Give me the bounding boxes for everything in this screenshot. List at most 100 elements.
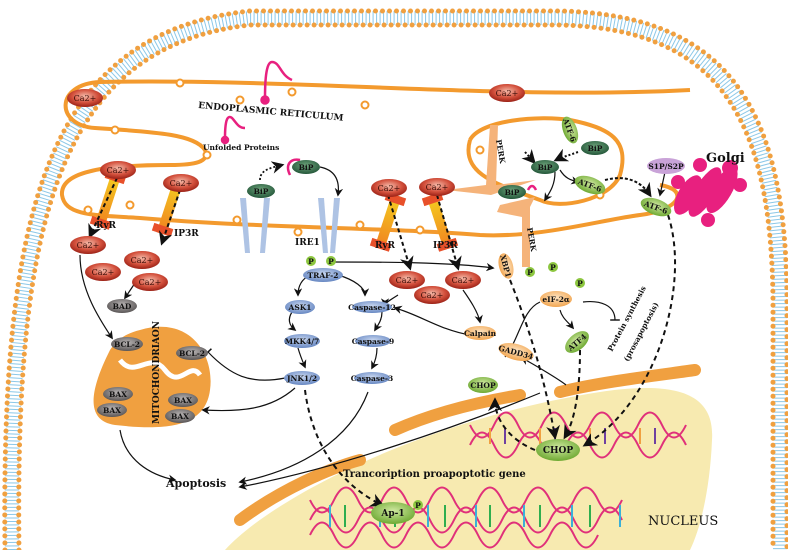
bcl-family-nodes: BAD BCL-2 BCL-2 BAX BAX BAX BAX (97, 299, 208, 423)
calcium-ion: Ca2+ (70, 236, 106, 254)
bip-node: BiP (531, 160, 559, 174)
svg-text:P: P (415, 501, 421, 510)
nucleus (225, 364, 713, 550)
er-label: ENDOPLASMIC RETICULUM (198, 101, 344, 124)
unfolded-proteins-label: Unfolded Proteins (203, 143, 279, 152)
mitochondrion-label: MITOCHONDRIAON (152, 321, 162, 424)
green-factors: ATF-6 ATF-6 ATF-6 S1P/S2P ATF4 CHOP CHOP… (371, 116, 685, 524)
calcium-ion: Ca2+ (419, 178, 455, 196)
ap1-node: Ap-1 (371, 502, 415, 524)
protein-synthesis-label: Protein synthesis (606, 284, 648, 352)
bax-node: BAX (103, 387, 133, 401)
svg-text:Ca2+: Ca2+ (452, 276, 475, 285)
apoptosis-label: Apoptosis (165, 477, 226, 490)
svg-text:BAX: BAX (109, 390, 127, 399)
perk-label-1: PERK (494, 139, 507, 165)
svg-text:Caspase-9: Caspase-9 (352, 337, 394, 346)
svg-text:MKK4/7: MKK4/7 (285, 337, 320, 346)
svg-text:BCL-2: BCL-2 (179, 349, 205, 358)
atf6-node: ATF-6 (561, 116, 579, 144)
calcium-ion: Ca2+ (85, 263, 121, 281)
svg-text:S1P/S2P: S1P/S2P (648, 162, 684, 171)
bip-proteins: BiP BiP BiP BiP BiP (247, 141, 609, 199)
phospho-p: P (326, 256, 336, 266)
gadd34-node: GADD34 (497, 342, 534, 361)
calcium-ion: Ca2+ (489, 84, 525, 102)
calpain-node: Calpain (464, 326, 497, 340)
atf6-node: ATF-6 (640, 197, 672, 217)
phospho-p: P (525, 267, 535, 277)
phospho-p: P (548, 262, 558, 272)
atf4-node: ATF4 (565, 331, 589, 353)
svg-text:P: P (527, 268, 533, 277)
bcl2-node: BCL-2 (111, 337, 143, 351)
svg-text:P: P (328, 257, 334, 266)
svg-text:Ca2+: Ca2+ (421, 291, 444, 300)
mkk47-node: MKK4/7 (284, 334, 320, 348)
golgi-apparatus (671, 158, 747, 227)
bip-node: BiP (498, 185, 526, 199)
ire1-label: IRE1 (295, 238, 320, 248)
calcium-ions: Ca2+ Ca2+ Ca2+ Ca2+ Ca2+ Ca2+ Ca2+ Ca2+ … (67, 84, 525, 304)
svg-text:ASK1: ASK1 (288, 303, 312, 312)
svg-text:BiP: BiP (538, 163, 553, 172)
phospho-p: P (413, 500, 423, 510)
svg-text:eIF-2α: eIF-2α (542, 295, 570, 304)
bip-node: BiP (247, 184, 275, 198)
svg-text:Ca2+: Ca2+ (426, 183, 449, 192)
traf2-node: TRAF-2 (303, 268, 343, 282)
caspase3-node: Caspase-3 (351, 372, 393, 384)
svg-text:Ca2+: Ca2+ (107, 166, 130, 175)
caspase9-node: Caspase-9 (352, 335, 394, 347)
svg-text:BiP: BiP (299, 163, 314, 172)
golgi-label: Golgi (706, 151, 745, 166)
bax-node: BAX (97, 403, 127, 417)
svg-text:BiP: BiP (505, 188, 520, 197)
calcium-channels (89, 170, 459, 252)
eif2a-node: eIF-2α (540, 291, 572, 307)
calcium-ion: Ca2+ (371, 179, 407, 197)
svg-text:CHOP: CHOP (470, 381, 496, 390)
chop-node: CHOP (468, 377, 498, 393)
perk-label-2: PERK (525, 227, 538, 253)
ryr-label-1: RyR (96, 221, 117, 231)
svg-text:P: P (577, 279, 583, 288)
nucleus-label: NUCLEUS (648, 514, 718, 529)
svg-text:Calpain: Calpain (464, 329, 497, 338)
svg-text:BAX: BAX (103, 406, 121, 415)
svg-text:Ca2+: Ca2+ (74, 94, 97, 103)
caspase12-node: Caspase-12 (348, 301, 396, 313)
svg-text:BiP: BiP (254, 187, 269, 196)
endoplasmic-reticulum (60, 78, 691, 238)
svg-text:Ca2+: Ca2+ (496, 89, 519, 98)
svg-text:CHOP: CHOP (543, 446, 574, 456)
bax-node: BAX (168, 393, 198, 407)
svg-text:Ca2+: Ca2+ (131, 256, 154, 265)
svg-text:BAX: BAX (171, 412, 189, 421)
bad-node: BAD (107, 299, 137, 313)
bcl2-node: BCL-2 (176, 346, 208, 360)
ip3r-label-1: IP3R (174, 229, 199, 239)
svg-text:Caspase-12: Caspase-12 (348, 303, 396, 312)
atf6-node: ATF-6 (574, 175, 606, 195)
phospho-p: P (306, 256, 316, 266)
jnk12-node: JNK1/2 (284, 371, 320, 385)
svg-text:BAX: BAX (174, 396, 192, 405)
xbp1-node: XBP1 (498, 253, 514, 279)
calcium-ion: Ca2+ (132, 273, 168, 291)
transcription-label: Trancoription proapoptotic gene (343, 469, 526, 480)
svg-text:BCL-2: BCL-2 (114, 340, 140, 349)
ip3r-label-2: IP3R (433, 241, 458, 251)
phospho-groups: P P P P P P (306, 256, 585, 510)
perk-receptors: PERK PERK (446, 125, 538, 267)
unfolded-protein-icons (220, 60, 538, 191)
s1p-s2p-node: S1P/S2P (647, 158, 685, 174)
calcium-ion: Ca2+ (100, 161, 136, 179)
svg-text:P: P (308, 257, 314, 266)
calcium-ion: Ca2+ (124, 251, 160, 269)
svg-text:BAD: BAD (113, 302, 132, 311)
svg-text:TRAF-2: TRAF-2 (308, 271, 339, 280)
svg-text:Ap-1: Ap-1 (380, 509, 404, 519)
svg-text:Ca2+: Ca2+ (170, 179, 193, 188)
